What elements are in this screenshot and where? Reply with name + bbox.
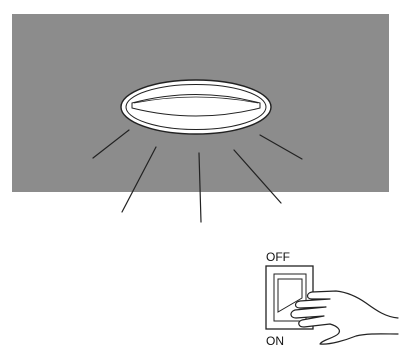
off-label: OFF [266,250,290,264]
on-label: ON [266,334,284,347]
recessed-downlight-icon [121,80,271,134]
